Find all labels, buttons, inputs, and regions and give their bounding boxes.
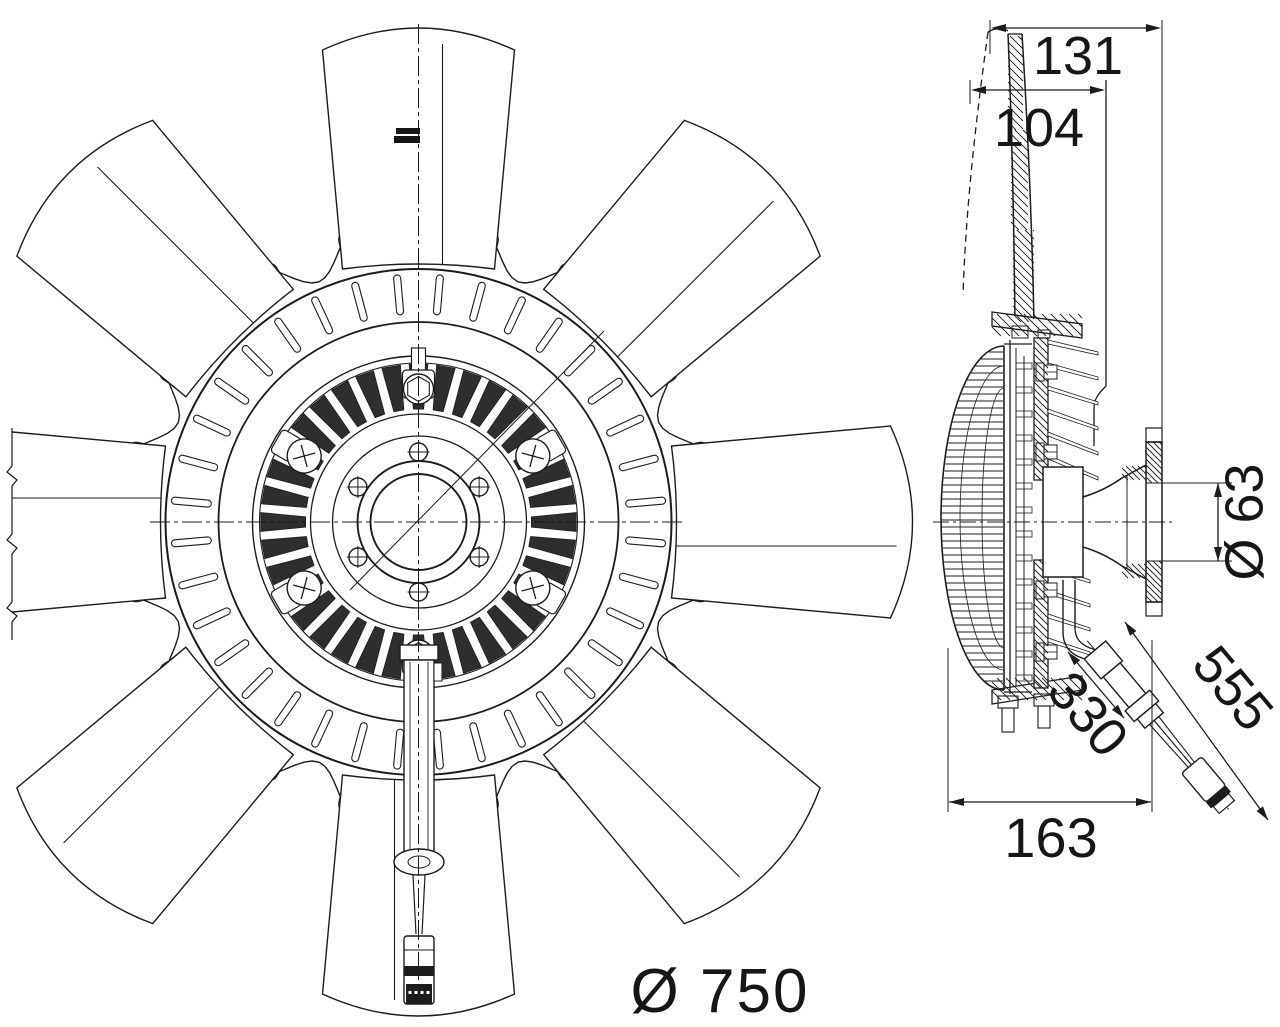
dim-line-555 xyxy=(1124,621,1269,821)
dim-label-hub-width: 104 xyxy=(994,98,1084,158)
conduit-bend xyxy=(1062,580,1101,665)
arrowhead xyxy=(1068,652,1081,666)
arrowhead xyxy=(1214,547,1222,561)
fan-blades xyxy=(0,27,914,1017)
arrowhead xyxy=(1111,704,1124,718)
arrowhead xyxy=(1090,86,1105,94)
arrowhead xyxy=(971,86,986,94)
section-hatching xyxy=(991,35,1163,701)
dim-label-overall-width: 131 xyxy=(1033,26,1123,86)
fan-blade xyxy=(0,425,167,619)
centerlines xyxy=(150,24,686,1006)
blade-section-edge xyxy=(1007,33,1016,323)
arrowhead xyxy=(1214,483,1222,497)
fan-blade xyxy=(16,646,295,925)
ring-root-fillet xyxy=(1093,385,1107,446)
fan-blade xyxy=(321,27,516,270)
fan-blade xyxy=(542,119,821,398)
dim-line-330 xyxy=(1067,651,1125,719)
arrowhead xyxy=(1146,24,1161,32)
flange-cap xyxy=(1145,601,1163,617)
cooling-fins-left xyxy=(942,351,1003,682)
dim-label-pilot-diameter: Ø 63 xyxy=(1214,463,1274,580)
fan-blade xyxy=(542,646,821,925)
left-blade-break xyxy=(0,420,18,645)
stack-studs xyxy=(1015,362,1033,682)
cable-wire xyxy=(1158,716,1195,763)
part-stamp xyxy=(394,128,420,143)
connector-tip xyxy=(1212,792,1236,815)
conduit-bend xyxy=(1074,580,1103,653)
blade-section-edge xyxy=(1021,33,1035,323)
clutch-side-view xyxy=(933,20,1269,821)
flange-cap xyxy=(1145,427,1163,443)
arrowhead xyxy=(1136,798,1151,806)
dim-label-mount-depth: 163 xyxy=(1004,806,1097,869)
dim-label-cable-length: 555 xyxy=(1181,635,1280,743)
fin-block-outline xyxy=(940,345,1005,691)
arrowhead xyxy=(1125,622,1137,636)
spider-arm-section xyxy=(991,311,1083,339)
arrowhead xyxy=(949,798,964,806)
cone-edge xyxy=(1082,546,1147,580)
fan-front-view xyxy=(0,24,914,1017)
fan-blade xyxy=(16,119,295,398)
fan-blade xyxy=(670,425,914,619)
cable-wire xyxy=(1153,720,1192,766)
fin-block-contour xyxy=(981,387,1005,649)
cone-edge xyxy=(1082,464,1147,498)
mount-studs xyxy=(997,693,1055,733)
connector-band xyxy=(1205,785,1231,809)
cable-wire xyxy=(1149,723,1189,768)
blade-tip-cap xyxy=(987,27,1009,33)
arrowhead xyxy=(1256,806,1268,820)
dim-label-fan-diameter: Ø 750 xyxy=(631,957,810,1026)
blade-silhouette-dashed xyxy=(962,31,989,296)
sensor-assembly xyxy=(1083,640,1236,815)
spider-arm-section xyxy=(991,675,1083,705)
